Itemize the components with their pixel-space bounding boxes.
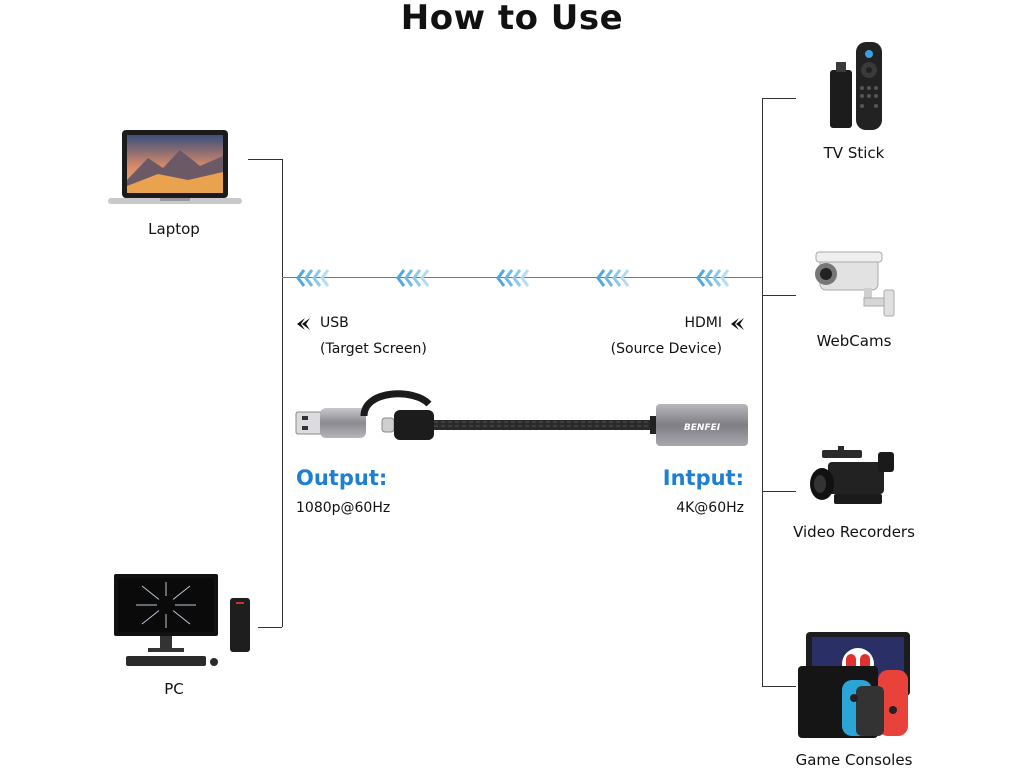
usb-sublabel: (Target Screen): [320, 341, 427, 357]
page-title: How to Use: [400, 0, 624, 38]
device-label-pc: PC: [164, 680, 184, 698]
output-spec: 1080p@60Hz: [296, 500, 391, 516]
right-bus-line: [762, 98, 763, 686]
webcam-connector: [762, 295, 796, 296]
signal-arrows: [296, 268, 730, 288]
arrow-group: [496, 268, 530, 288]
device-label-video-recorders: Video Recorders: [793, 523, 915, 541]
arrow-left-icon: [297, 318, 310, 330]
input-heading: Intput:: [662, 466, 744, 490]
video-recorder-icon: [810, 446, 894, 504]
arrow-group: [396, 268, 430, 288]
pc-connector: [258, 627, 282, 628]
pc-icon: [114, 574, 250, 666]
adapter-cable-icon: BENFEI: [295, 390, 748, 446]
arrow-group: [596, 268, 630, 288]
game-console-icon: [798, 632, 910, 738]
input-spec: 4K@60Hz: [676, 500, 744, 516]
tv-stick-icon: [830, 42, 882, 130]
hdmi-sublabel: (Source Device): [610, 341, 722, 357]
tvstick-connector: [762, 98, 796, 99]
hdmi-label: HDMI: [684, 315, 722, 331]
arrow-left-icon: [731, 318, 744, 330]
arrow-group: [296, 268, 330, 288]
device-label-webcams: WebCams: [816, 332, 892, 350]
laptop-icon: [108, 130, 242, 204]
device-label-game-consoles: Game Consoles: [795, 751, 913, 769]
output-heading: Output:: [296, 466, 388, 490]
console-connector: [762, 686, 796, 687]
webcam-icon: [815, 251, 895, 317]
laptop-connector: [248, 159, 282, 160]
left-bus-line: [282, 159, 283, 627]
device-label-laptop: Laptop: [148, 220, 200, 238]
arrow-group: [696, 268, 730, 288]
adapter-brand: BENFEI: [684, 423, 721, 433]
recorder-connector: [762, 491, 796, 492]
usb-label: USB: [320, 315, 349, 331]
device-label-tv-stick: TV Stick: [823, 144, 885, 162]
